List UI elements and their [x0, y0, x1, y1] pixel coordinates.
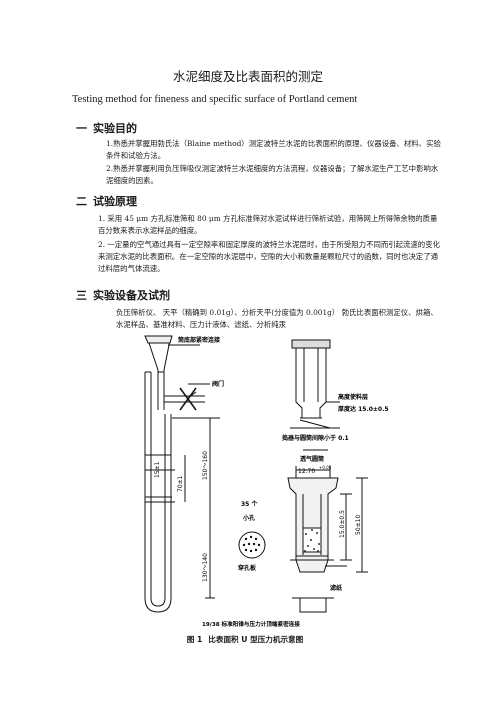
caption-number: 图 1 — [186, 635, 203, 644]
section-heading-2: 二试验原理 — [76, 193, 143, 209]
dim-15: 15±1 — [154, 461, 161, 478]
section-number: 一 — [76, 122, 87, 135]
paragraph: 1.熟悉并掌握用勃氏法（Blaine method）测定波特兰水泥的比表面积的原… — [106, 139, 441, 160]
caption-text: 比表面积 U 型压力机示意图 — [208, 635, 304, 644]
section-number: 二 — [76, 195, 87, 208]
section-title: 实验设备及试剂 — [93, 289, 170, 302]
section-title: 实验目的 — [93, 122, 137, 135]
doc-subtitle: Testing method for fineness and specific… — [72, 94, 358, 105]
dim-150-160: 150～160 — [202, 451, 209, 480]
paragraph: 1. 采用 45 μm 方孔标准筛和 80 μm 方孔标准筛对水泥试样进行筛析试… — [98, 214, 438, 235]
perforated-plate-icon — [238, 531, 266, 559]
label-height2: 厚度达 15.0±0.5 — [338, 405, 389, 413]
section-number: 三 — [76, 289, 87, 302]
dim-1270-tol: +0.05 — [319, 465, 332, 470]
label-bottom: 19/38 标准阳锥与压力计顶端紧密连接 — [202, 620, 300, 628]
label-plate: 穿孔板 — [238, 564, 257, 572]
dim-130-140: 130～140 — [202, 553, 209, 582]
label-gap: 捣器与圆筒间隙小于 0.1 — [281, 434, 349, 442]
section-title: 试验原理 — [93, 195, 137, 208]
label-holes1: 35 个 — [241, 500, 258, 508]
label-vent: 透气圆筒 — [300, 455, 324, 463]
label-holes2: 小孔 — [242, 514, 255, 522]
dim-70: 70±1 — [177, 475, 184, 492]
doc-title: 水泥细度及比表面积的测定 — [172, 69, 323, 84]
dim-1270: 12.70 — [298, 468, 315, 475]
dim-50: 50±10 — [355, 515, 362, 535]
paragraph: 2.熟悉并掌握利用负压筛吸仪测定波特兰水泥细度的方法流程，仪器设备；了解水泥生产… — [106, 164, 439, 185]
figure-caption: 图 1 比表面积 U 型压力机示意图 — [0, 634, 496, 645]
label-valve: 阀门 — [212, 380, 224, 388]
section-heading-3: 三实验设备及试剂 — [76, 287, 176, 303]
dim-150: 15.0±0.5 — [339, 510, 346, 538]
label-filter: 滤纸 — [330, 584, 342, 592]
paragraph: 2. 一定量的空气通过具有一定空隙率和固定厚度的波特兰水泥层时，由于所受阻力不同… — [98, 240, 440, 273]
label-top: 筒底部紧密连接 — [178, 336, 220, 344]
powder-dots — [304, 529, 320, 552]
label-height1: 高度使料层 — [338, 393, 368, 401]
section-heading-1: 一实验目的 — [76, 120, 143, 136]
paragraph: 负压筛析仪、 天平（精确到 0.01g）、分析天平(分度值为 0.001g） 勃… — [116, 308, 438, 329]
